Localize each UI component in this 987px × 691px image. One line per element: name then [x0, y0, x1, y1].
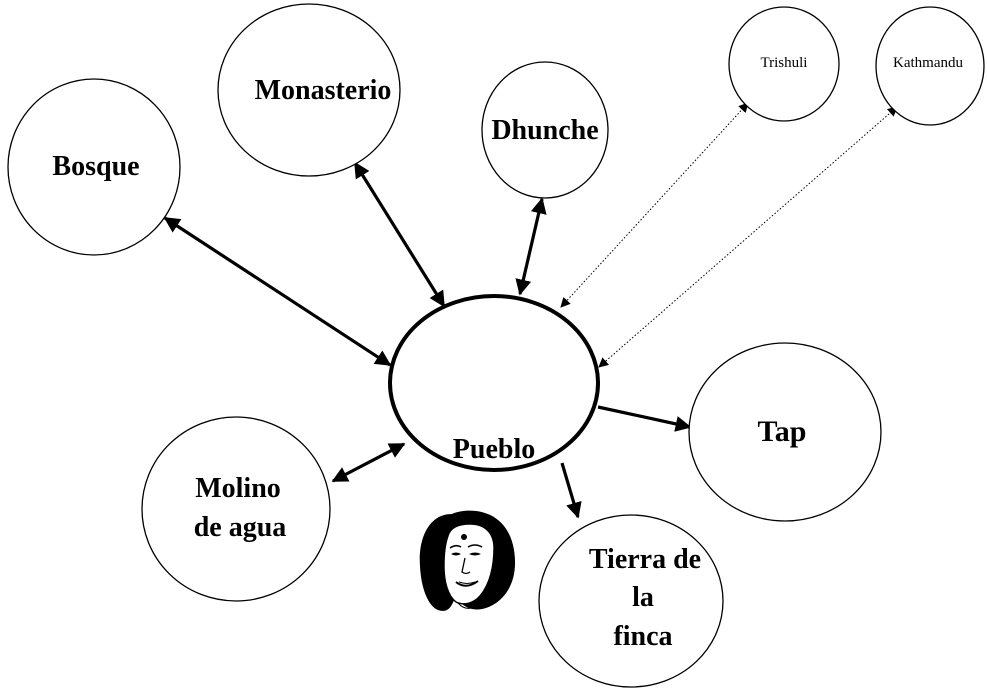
- node-tap: Tap: [688, 342, 882, 522]
- node-label-molino-line1: Molino: [195, 473, 281, 504]
- node-monasterio: Monasterio: [217, 3, 401, 177]
- node-kathmandu: Kathmandu: [875, 6, 985, 126]
- edge-pueblo-tierra: [560, 462, 582, 519]
- edge-pueblo-kathmandu: [598, 106, 898, 368]
- node-label-kathmandu: Kathmandu: [893, 55, 963, 71]
- node-label-trishuli: Trishuli: [761, 55, 808, 71]
- edge-pueblo-tap: [597, 405, 692, 432]
- node-label-tierra-line3: finca: [613, 621, 672, 652]
- woman-face-icon: [419, 510, 516, 611]
- edge-pueblo-dhunche: [515, 197, 547, 296]
- node-label-tap: Tap: [758, 415, 807, 448]
- node-label-molino-line2: de agua: [194, 512, 287, 543]
- node-label-tierra-line2: la: [632, 582, 654, 613]
- node-molino-de-agua: Molino de agua: [141, 416, 331, 602]
- node-bosque: Bosque: [7, 78, 181, 256]
- node-label-dhunche: Dhunche: [491, 115, 598, 146]
- edge-pueblo-monasterio: [353, 161, 446, 308]
- node-pueblo: Pueblo: [388, 294, 600, 472]
- node-dhunche: Dhunche: [481, 61, 609, 199]
- node-trishuli: Trishuli: [728, 6, 840, 122]
- edge-pueblo-bosque: [163, 216, 392, 367]
- node-label-monasterio: Monasterio: [255, 75, 392, 106]
- edge-pueblo-molino: [331, 442, 406, 483]
- node-label-bosque: Bosque: [52, 151, 139, 182]
- node-label-tierra-line1: Tierra de: [589, 544, 701, 575]
- node-label-pueblo: Pueblo: [453, 434, 535, 465]
- node-tierra-de-la-finca: Tierra de la finca: [538, 514, 724, 688]
